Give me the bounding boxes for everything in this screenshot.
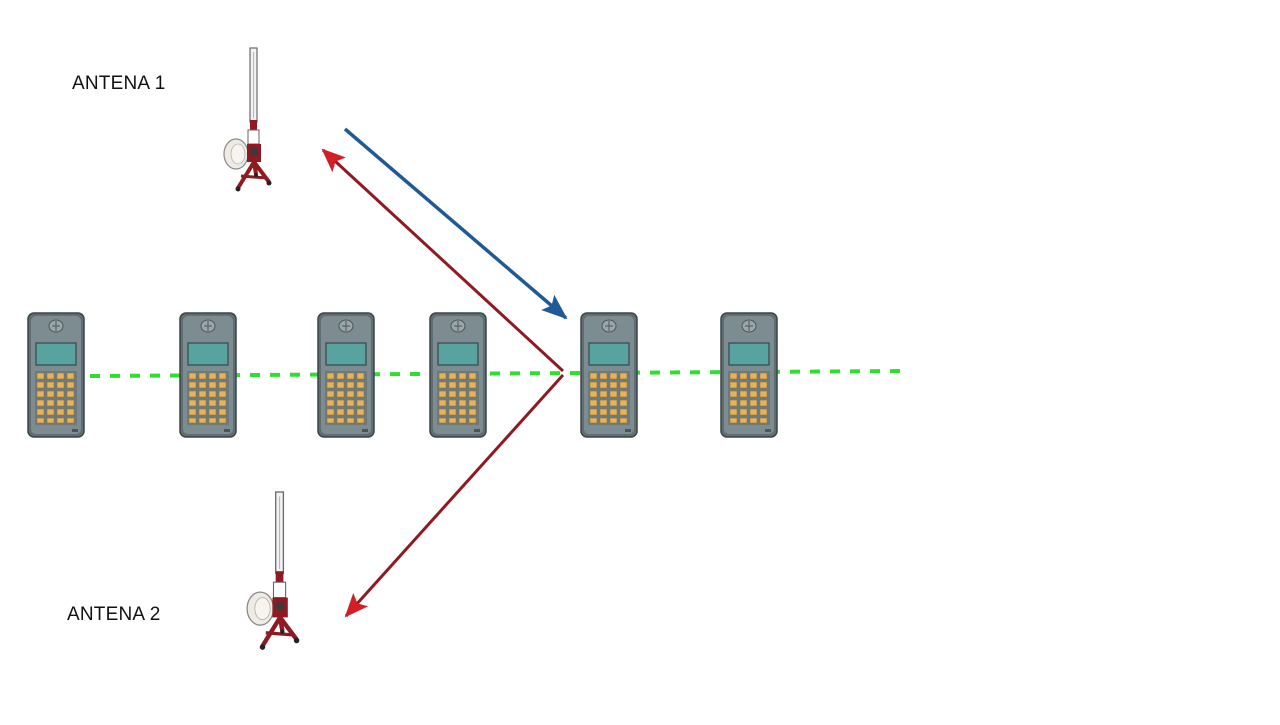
phone-1 xyxy=(27,312,85,438)
phone-5 xyxy=(580,312,638,438)
phone-3 xyxy=(317,312,375,438)
antenna-2-icon xyxy=(247,492,299,650)
antenna-1-label: ANTENA 1 xyxy=(72,73,166,94)
phone-6 xyxy=(720,312,778,438)
phone-4 xyxy=(429,312,487,438)
incoming-signal-arrow xyxy=(343,127,568,320)
antenna-2-label: ANTENA 2 xyxy=(67,604,161,625)
antenna-1-icon xyxy=(222,46,274,194)
reflected-signal-arrow-antenna-2 xyxy=(344,373,565,618)
reflected-signal-arrow-antenna-1 xyxy=(321,148,565,373)
phone-2 xyxy=(179,312,237,438)
